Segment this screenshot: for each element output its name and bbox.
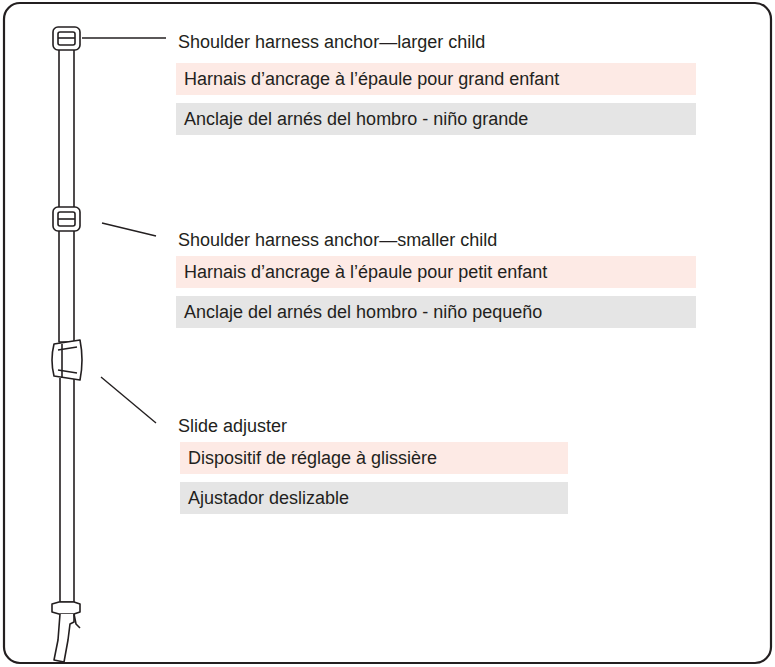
strap-end <box>54 614 74 662</box>
anchor-bar <box>58 37 75 39</box>
shoulder-anchor <box>53 27 80 50</box>
anchor-slot <box>58 32 75 45</box>
anchor-bar <box>58 218 75 220</box>
adjuster-ridge <box>58 347 77 373</box>
french-label: Harnais d’ancrage à l’épaule pour grand … <box>176 63 696 95</box>
leader-line <box>82 37 166 38</box>
english-label: Slide adjuster <box>174 410 291 442</box>
strap <box>59 46 74 211</box>
english-label: Shoulder harness anchor—larger child <box>174 26 489 58</box>
strap <box>59 230 74 342</box>
spanish-label: Anclaje del arnés del hombro - niño pequ… <box>176 296 696 328</box>
french-label: Dispositif de réglage à glissière <box>180 442 568 474</box>
spanish-label: Anclaje del arnés del hombro - niño gran… <box>176 103 696 135</box>
adjuster-edge <box>61 344 63 378</box>
french-label: Harnais d’ancrage à l’épaule pour petit … <box>176 256 696 288</box>
hook <box>52 602 80 614</box>
frame <box>4 3 771 663</box>
leader-line <box>101 377 156 423</box>
shoulder-anchor <box>53 207 80 231</box>
spanish-label: Ajustador deslizable <box>180 482 568 514</box>
english-label: Shoulder harness anchor—smaller child <box>174 224 501 256</box>
slide-adjuster <box>52 340 82 380</box>
strap <box>60 378 74 602</box>
hook-tip <box>74 614 80 628</box>
anchor-slot <box>58 212 75 226</box>
leader-line <box>102 223 156 236</box>
